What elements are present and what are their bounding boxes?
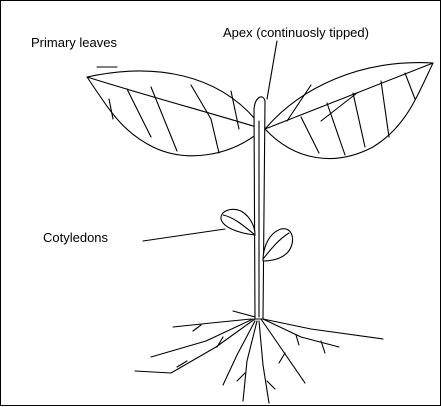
stem	[254, 97, 265, 319]
right-cotyledon	[263, 229, 293, 261]
apex-leader	[267, 41, 277, 99]
primary-leaves-label: Primary leaves	[31, 35, 117, 50]
cotyledons-label: Cotyledons	[43, 230, 108, 245]
left-primary-leaf	[87, 71, 263, 156]
apex-label: Apex (continuosly tipped)	[223, 25, 369, 40]
cotyledons-leader	[143, 229, 225, 241]
roots	[135, 311, 383, 403]
left-cotyledon	[221, 209, 255, 235]
right-primary-leaf	[265, 63, 433, 159]
